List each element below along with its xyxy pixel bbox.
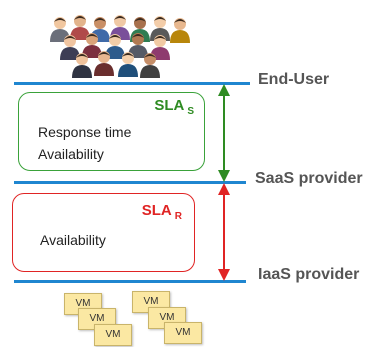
person-hair (54, 18, 66, 22)
person-hair (174, 19, 186, 23)
sla-s-metric-response-time: Response time (38, 124, 132, 140)
person-hair (144, 54, 156, 58)
person-hair (74, 16, 86, 20)
saas-layer-line (14, 181, 246, 184)
person-hair (132, 34, 144, 38)
sla-r-subscript: R (174, 211, 182, 222)
person-hair (94, 18, 106, 22)
person-hair (134, 18, 146, 22)
sla-s-metric-availability: Availability (38, 146, 104, 162)
person-hair (122, 53, 134, 57)
iaas-layer-line (14, 280, 246, 283)
person-body (72, 65, 92, 78)
vm-card: VM (164, 322, 202, 344)
person-hair (154, 36, 166, 40)
person-body (118, 64, 138, 77)
person-hair (114, 16, 126, 20)
sla-r-title-text: SLA (141, 202, 172, 219)
person-body (60, 47, 80, 60)
person-body (140, 65, 160, 78)
person-hair (76, 54, 88, 58)
sla-s-subscript: S (187, 106, 194, 117)
person-hair (98, 52, 110, 56)
person-hair (64, 36, 76, 40)
person-hair (86, 34, 98, 38)
person-body (170, 30, 190, 43)
person-body (105, 46, 125, 59)
person-hair (109, 35, 121, 39)
sla-r-metric-availability: Availability (40, 232, 106, 248)
saas-provider-label: SaaS provider (255, 170, 363, 187)
person-hair (154, 17, 166, 21)
iaas-provider-label: IaaS provider (258, 266, 360, 283)
person-body (94, 63, 114, 76)
vm-card: VM (94, 324, 132, 346)
person-body (70, 27, 90, 40)
end-user-label: End-User (258, 71, 330, 88)
person-body (82, 45, 102, 58)
sla-s-title-text: SLA (154, 97, 185, 114)
end-user-layer-line (14, 82, 250, 85)
